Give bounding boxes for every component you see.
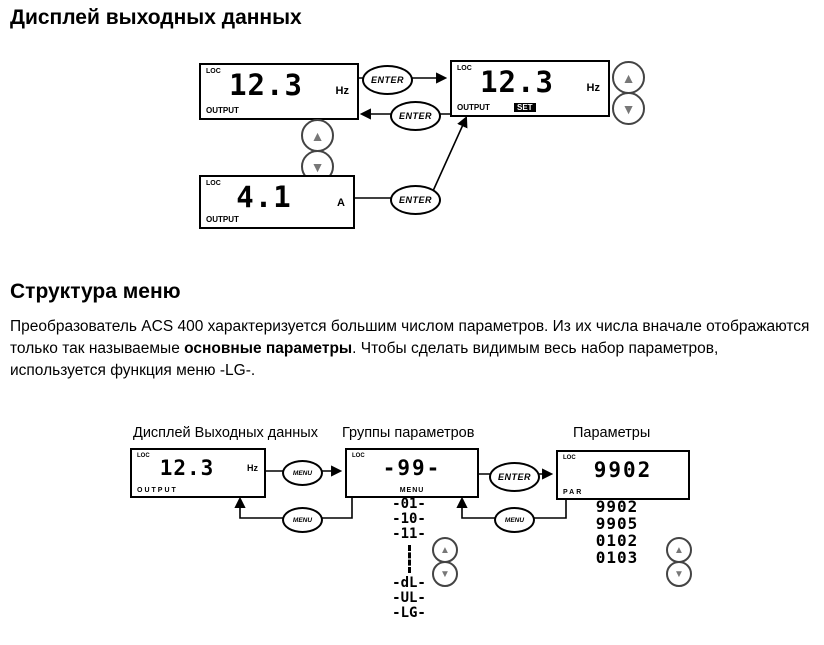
status-label: OUTPUT [206,215,239,224]
loc-label: LOC [352,453,365,459]
menu-label: MENU [292,516,313,524]
lcd-display-parameter: LOC 9902 PAR [556,450,690,500]
enter-label: ENTER [497,472,531,482]
intro-paragraph: Преобразователь ACS 400 характеризуется … [10,316,818,382]
status-label: OUTPUT [457,103,490,112]
display-value: -99- [382,456,442,480]
section1-title: Дисплей выходных данных [10,6,302,29]
parameter-group-list: -01- -10- -11- -dL- -UL- -LG- [374,497,444,621]
enter-button: ENTER [390,101,441,131]
status-label: MENU [399,487,425,494]
display-value: 9902 [593,458,653,482]
set-badge: SET [514,103,536,112]
down-button: ▼ [612,92,645,125]
up-button: ▲ [301,119,334,152]
paragraph-text: . Чтобы сделать видимым весь набор парам… [10,340,719,379]
loc-label: LOC [457,65,472,72]
lcd-display-output: LOC 12.3 Hz OUTPUT [130,448,266,498]
ellipsis-dots [407,545,411,573]
parameter-list-item: 9905 [595,514,639,533]
menu-button: MENU [494,507,535,533]
status-label: PAR [563,489,584,496]
display-value: 12.3 [480,65,554,99]
menu-label: MENU [292,469,313,477]
display-value: 12.3 [159,456,215,480]
parameter-list: 9902 9905 0102 0103 [586,498,648,566]
parameter-list-item: 9902 [595,497,639,516]
lcd-display-frequency-left: LOC 12.3 Hz OUTPUT [199,63,359,120]
menu-label: MENU [504,516,525,524]
down-button: ▼ [666,561,692,587]
unit-label: Hz [335,85,349,97]
paragraph-bold-text: основные параметры [184,340,353,357]
lcd-display-current: LOC 4.1 A OUTPUT [199,175,355,229]
unit-label: Hz [247,463,258,473]
loc-label: LOC [563,455,576,461]
up-button: ▲ [612,61,645,94]
arrow-down-icon: ▼ [310,158,325,175]
enter-label: ENTER [370,75,404,85]
parameter-list-item: 0102 [595,531,639,550]
enter-label: ENTER [398,111,432,121]
loc-label: LOC [206,68,221,75]
arrow-down-icon: ▼ [621,100,636,117]
parameter-list-item: 0103 [595,548,639,567]
group-list-item: -01- [392,496,426,512]
group-list-item: -UL- [392,590,426,606]
menu-button: MENU [282,507,323,533]
display-value: 4.1 [236,180,292,214]
enter-label: ENTER [398,195,432,205]
enter-button: ENTER [362,65,413,95]
unit-label: A [337,197,345,209]
arrow-down-icon: ▼ [674,568,684,580]
unit-label: Hz [586,82,600,94]
paragraph-text: Преобразователь ACS 400 характеризуется … [10,318,810,357]
status-label: OUTPUT [206,106,239,115]
display-value: 12.3 [229,68,303,102]
label-output-display: Дисплей Выходных данных [133,425,318,441]
group-list-item: -LG- [392,605,426,621]
up-button: ▲ [666,537,692,563]
status-label: OUTPUT [137,487,178,494]
arrow-up-icon: ▲ [674,544,684,556]
group-list-item: -10- [392,511,426,527]
group-list-item: -dL- [392,575,426,591]
enter-button: ENTER [390,185,441,215]
enter-button: ENTER [489,462,540,492]
label-parameters: Параметры [573,425,651,441]
arrow-down-icon: ▼ [440,568,450,580]
label-parameter-groups: Группы параметров [342,425,475,441]
lcd-display-group: LOC -99- MENU [345,448,479,498]
menu-button: MENU [282,460,323,486]
down-button: ▼ [432,561,458,587]
loc-label: LOC [137,453,150,459]
arrow-up-icon: ▲ [440,544,450,556]
section2-title: Структура меню [10,280,181,303]
lcd-display-frequency-right: LOC 12.3 Hz OUTPUT SET [450,60,610,117]
loc-label: LOC [206,180,221,187]
arrow-up-icon: ▲ [310,127,325,144]
up-button: ▲ [432,537,458,563]
group-list-item: -11- [392,526,426,542]
arrow-up-icon: ▲ [621,69,636,86]
